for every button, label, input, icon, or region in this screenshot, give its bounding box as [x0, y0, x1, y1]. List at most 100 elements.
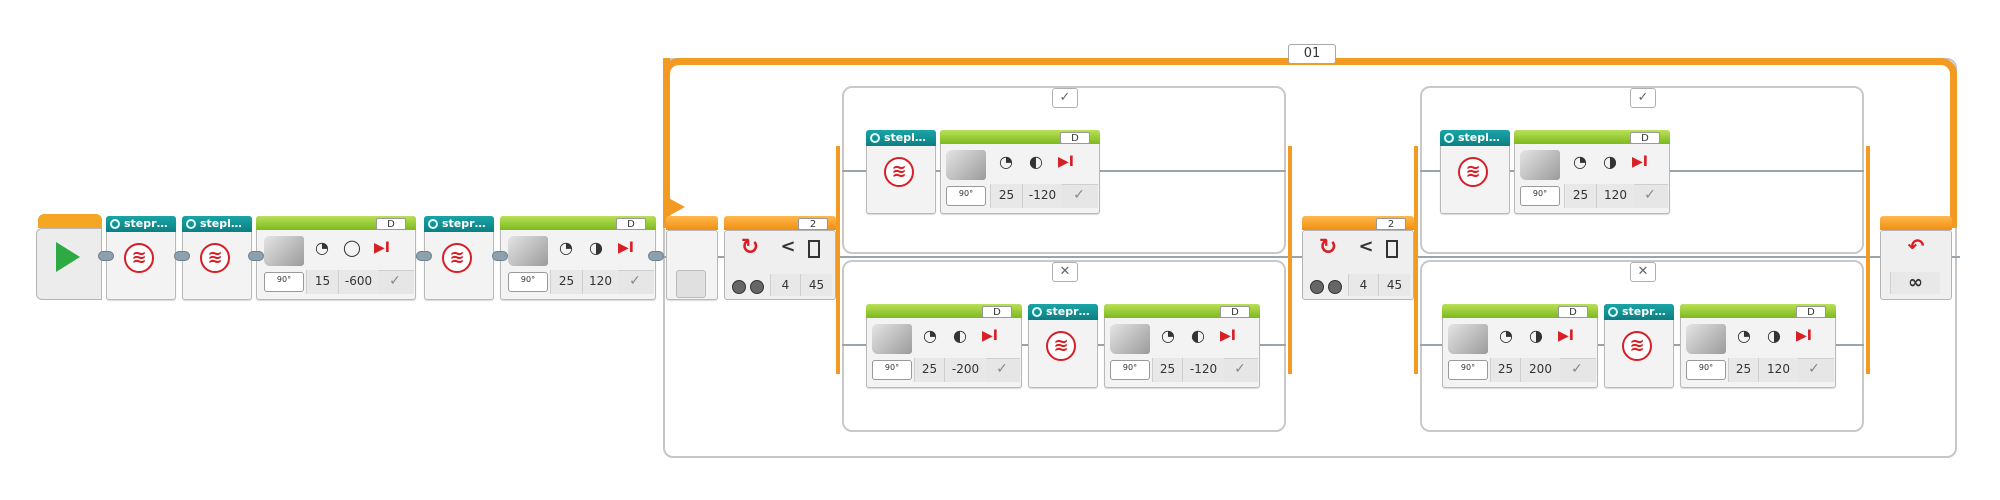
myblock-gear-icon — [1608, 307, 1618, 317]
brake-check-icon[interactable]: ✓ — [1073, 187, 1085, 203]
gyro-sensor-icon: ↻ — [740, 235, 760, 260]
port-circle-icon — [1328, 280, 1342, 294]
loop-name-label[interactable]: 01 — [1288, 44, 1336, 64]
degrees-icon: ◑ — [589, 238, 603, 257]
brake-icon: ▶I — [1058, 154, 1074, 170]
motor-2-mode-button[interactable]: 90° — [508, 272, 548, 292]
degrees-icon: ◐ — [953, 326, 967, 345]
myblock-1-icon: ≋ — [124, 243, 154, 273]
port-circle-icon — [732, 280, 746, 294]
myblock-gear-icon — [110, 219, 120, 229]
motor-5-degrees[interactable]: -120 — [1182, 358, 1224, 382]
motor-7-power[interactable]: 25 — [1490, 358, 1520, 382]
motor-8-mode-button[interactable]: 90° — [1686, 360, 1726, 380]
motor-6-power[interactable]: 25 — [1564, 184, 1596, 208]
myblock-2-icon: ≋ — [200, 243, 230, 273]
myblock-1-name: stepr… — [106, 216, 176, 232]
myblock-gear-icon — [870, 133, 880, 143]
switch-2-false-tab[interactable]: ✕ — [1630, 262, 1656, 282]
brake-check-icon[interactable]: ✓ — [1234, 361, 1246, 377]
switch-2-true-tab[interactable]: ✓ — [1630, 88, 1656, 108]
motor-3-power[interactable]: 25 — [990, 184, 1022, 208]
start-tab — [38, 214, 102, 228]
motor-8-port[interactable]: D — [1796, 306, 1826, 318]
loop-input-slot — [676, 270, 706, 298]
speed-icon: ◔ — [1161, 326, 1175, 345]
plug-icon — [492, 251, 508, 261]
speed-icon: ◔ — [1573, 152, 1587, 171]
switch-2-port[interactable]: 2 — [1376, 218, 1406, 230]
motor-3-mode-button[interactable]: 90° — [946, 186, 986, 206]
motor-5-power[interactable]: 25 — [1152, 358, 1182, 382]
brake-check-icon[interactable]: ✓ — [1644, 187, 1656, 203]
motor-2-power[interactable]: 25 — [550, 270, 582, 294]
motor-8-power[interactable]: 25 — [1728, 358, 1758, 382]
plug-icon — [98, 251, 114, 261]
myblock-4-name: stepl… — [866, 130, 936, 146]
plug-icon — [648, 251, 664, 261]
switch-1-port[interactable]: 2 — [798, 218, 828, 230]
port-circle-icon — [1310, 280, 1324, 294]
myblock-5-name: stepr… — [1028, 304, 1098, 320]
switch-2-type[interactable]: 4 — [1348, 274, 1378, 296]
switch-1-true-tab[interactable]: ✓ — [1052, 88, 1078, 108]
motor-icon — [1520, 150, 1560, 180]
myblock-3-name: stepr… — [424, 216, 494, 232]
switch-1-false-tab[interactable]: ✕ — [1052, 262, 1078, 282]
degrees-icon: ◑ — [1529, 326, 1543, 345]
loop-start-header — [666, 216, 718, 230]
motor-6-mode-button[interactable]: 90° — [1520, 186, 1560, 206]
switch-2-threshold[interactable]: 45 — [1378, 274, 1410, 296]
motor-1-degrees[interactable]: -600 — [338, 270, 378, 294]
brake-check-icon[interactable]: ✓ — [1571, 361, 1583, 377]
motor-6-port[interactable]: D — [1630, 132, 1660, 144]
myblock-7-name: stepr… — [1604, 304, 1674, 320]
brake-icon: ▶I — [618, 240, 634, 256]
motor-icon — [508, 236, 548, 266]
brake-check-icon[interactable]: ✓ — [996, 361, 1008, 377]
motor-5-mode-button[interactable]: 90° — [1110, 360, 1150, 380]
motor-3-port[interactable]: D — [1060, 132, 1090, 144]
motor-7-port[interactable]: D — [1558, 306, 1588, 318]
motor-2-degrees[interactable]: 120 — [582, 270, 618, 294]
motor-1-mode-button[interactable]: 90° — [264, 272, 304, 292]
motor-7-degrees[interactable]: 200 — [1520, 358, 1560, 382]
motor-8-degrees[interactable]: 120 — [1758, 358, 1798, 382]
motor-5-port[interactable]: D — [1220, 306, 1250, 318]
port-circle-icon — [750, 280, 764, 294]
motor-1-port[interactable]: D — [376, 218, 406, 230]
motor-1-power[interactable]: 15 — [306, 270, 338, 294]
myblock-2-name: stepl… — [182, 216, 252, 232]
gyro-sensor-icon: ↻ — [1318, 235, 1338, 260]
switch-1-threshold[interactable]: 45 — [800, 274, 832, 296]
brake-icon: ▶I — [374, 240, 390, 256]
degrees-icon: ◯ — [343, 238, 361, 257]
switch-1-type[interactable]: 4 — [770, 274, 800, 296]
motor-4-power[interactable]: 25 — [914, 358, 944, 382]
speed-icon: ◔ — [1499, 326, 1513, 345]
brake-icon: ▶I — [1796, 328, 1812, 344]
motor-4-mode-button[interactable]: 90° — [872, 360, 912, 380]
speed-icon: ◔ — [315, 238, 329, 257]
speed-icon: ◔ — [559, 238, 573, 257]
motor-icon — [872, 324, 912, 354]
brake-check-icon[interactable]: ✓ — [1808, 361, 1820, 377]
motor-4-port[interactable]: D — [982, 306, 1012, 318]
motor-3-degrees[interactable]: -120 — [1022, 184, 1062, 208]
myblock-gear-icon — [428, 219, 438, 229]
brake-check-icon[interactable]: ✓ — [629, 273, 641, 289]
motor-7-mode-button[interactable]: 90° — [1448, 360, 1488, 380]
speed-icon: ◔ — [1737, 326, 1751, 345]
brake-check-icon[interactable]: ✓ — [389, 273, 401, 289]
motor-6-degrees[interactable]: 120 — [1596, 184, 1634, 208]
brake-icon: ▶I — [982, 328, 998, 344]
speed-icon: ◔ — [999, 152, 1013, 171]
myblock-gear-icon — [1032, 307, 1042, 317]
switch-2-false-case — [1420, 260, 1864, 432]
threshold-icon — [808, 240, 820, 258]
switch-1-right-bar — [1288, 146, 1292, 374]
motor-4-degrees[interactable]: -200 — [944, 358, 986, 382]
play-icon[interactable] — [56, 242, 80, 272]
motor-2-port[interactable]: D — [616, 218, 646, 230]
loop-count[interactable]: ∞ — [1890, 272, 1940, 294]
